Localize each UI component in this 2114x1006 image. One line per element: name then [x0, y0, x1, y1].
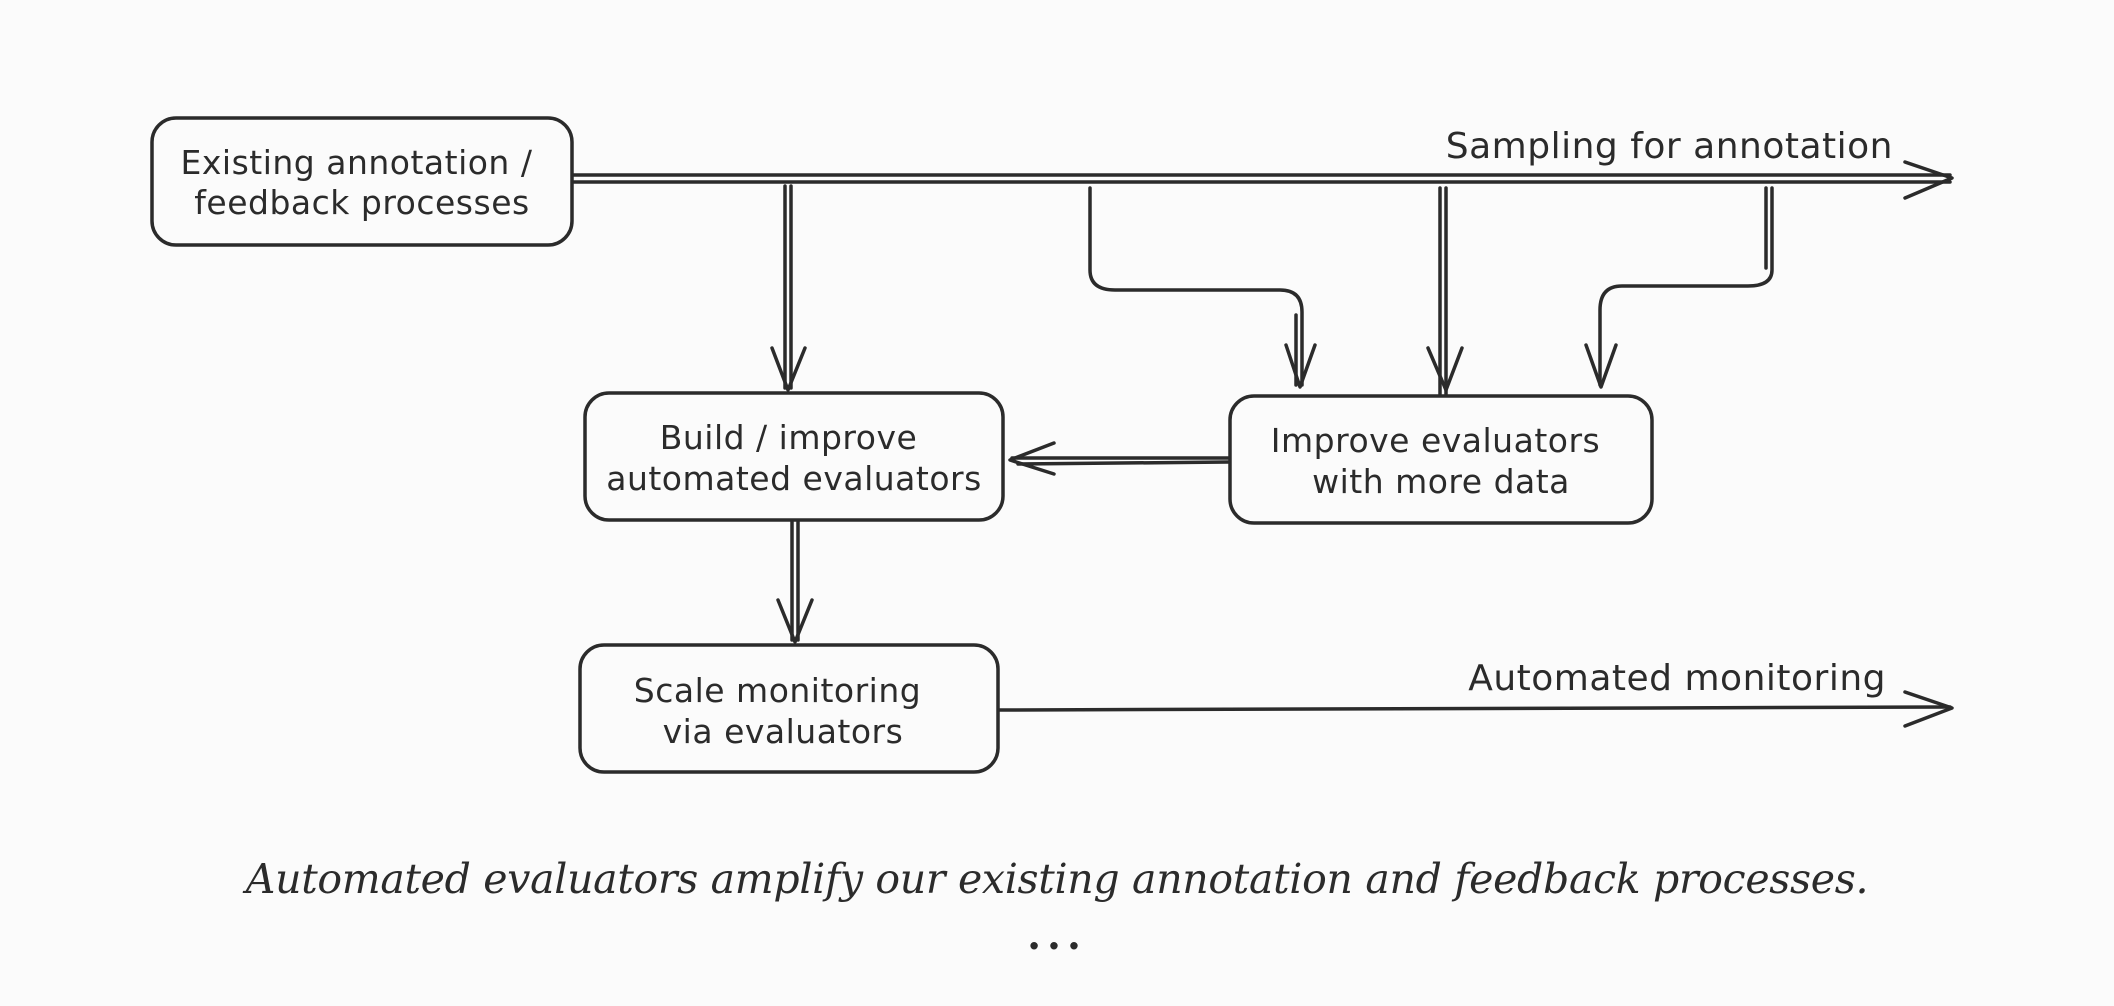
box-build-evaluators: Build / improve automated evaluators	[583, 391, 1005, 522]
box-improve-line-1: Improve evaluators	[1271, 421, 1600, 460]
arrow-sampling-to-improve-left	[1088, 186, 1317, 389]
monitoring-flow-label: Automated monitoring	[1468, 658, 1886, 699]
box-scale-monitoring: Scale monitoring via evaluators	[578, 643, 1000, 774]
svg-text:Scale monitoring via eva: Scale monitoring via evaluators	[634, 671, 932, 751]
box-build-line-2: automated evaluators	[606, 459, 982, 498]
arrow-build-to-scale	[776, 520, 814, 644]
sampling-flow-label: Sampling for annotation	[1446, 126, 1893, 167]
sampling-flow-line	[570, 160, 1954, 200]
arrow-sampling-to-improve-center	[1426, 186, 1464, 400]
figure-caption: Automated evaluators amplify our existin…	[245, 855, 1869, 903]
arrow-improve-to-build	[1008, 441, 1231, 476]
box-scale-line-1: Scale monitoring	[634, 671, 921, 710]
arrow-sampling-to-improve-right	[1584, 186, 1774, 389]
box-existing-line-1: Existing annotation /	[181, 143, 533, 182]
box-improve-line-2: with more data	[1312, 462, 1570, 501]
monitoring-flow-line	[997, 690, 1954, 728]
box-improve-evaluators: Improve evaluators with more data	[1228, 394, 1654, 525]
box-build-line-1: Build / improve	[660, 418, 918, 457]
arrow-sampling-to-build	[770, 184, 807, 392]
box-existing-line-2: feedback processes	[194, 183, 529, 222]
ellipsis-separator: ...	[1027, 912, 1087, 959]
box-existing-processes: Existing annotation / feedback processes	[150, 116, 574, 247]
svg-text:Existing annotation / fe: Existing annotation / feedback processes	[181, 143, 544, 222]
box-scale-line-2: via evaluators	[663, 712, 904, 751]
svg-text:Improve evaluators with: Improve evaluators with more data	[1271, 421, 1611, 501]
svg-text:Build / improve automate: Build / improve automated evaluators	[606, 418, 982, 498]
